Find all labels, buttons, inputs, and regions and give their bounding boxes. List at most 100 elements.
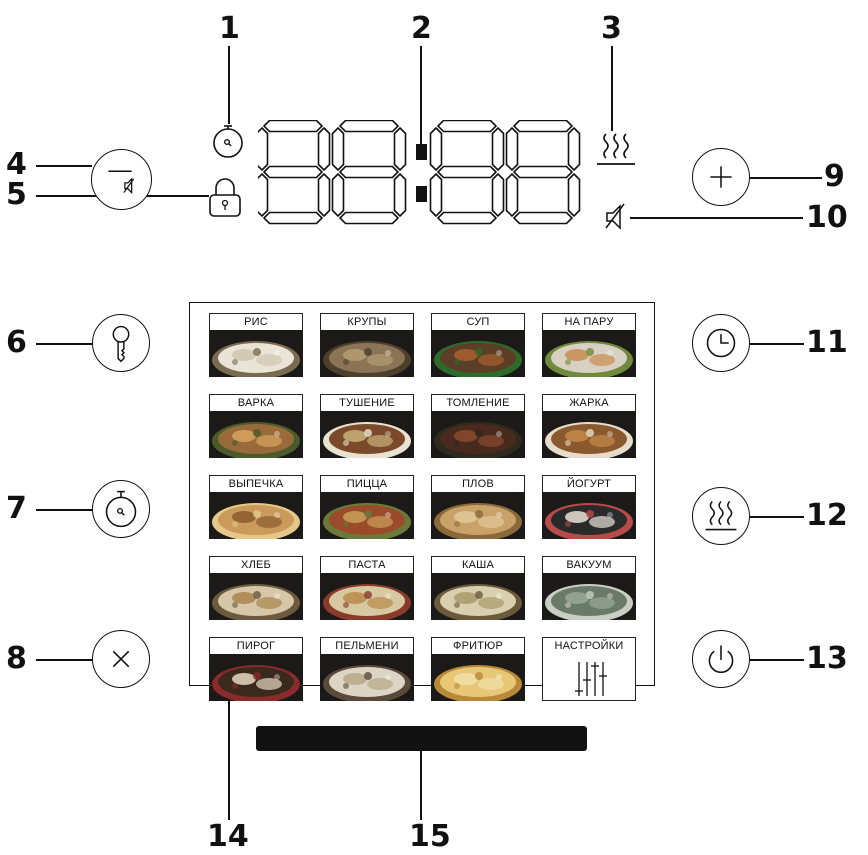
program-label: ПИЦЦА: [320, 475, 414, 492]
program-label: НА ПАРУ: [542, 313, 636, 330]
callout-6: 6: [6, 325, 27, 360]
segment-f: [331, 126, 345, 172]
segment-c: [317, 172, 331, 218]
food-photo: [431, 654, 525, 701]
food-photo: [431, 492, 525, 539]
food-photo: [431, 411, 525, 458]
sliders-icon: [542, 654, 636, 701]
food-photo: [320, 411, 414, 458]
segment-b: [393, 126, 407, 172]
food-photo: [320, 492, 414, 539]
food-photo: [542, 411, 636, 458]
program-tile[interactable]: ПИРОГ: [209, 637, 303, 701]
timer-button[interactable]: [92, 480, 150, 538]
program-tile[interactable]: НАСТРОЙКИ: [542, 637, 636, 701]
segment-b: [567, 126, 581, 172]
segment-a: [436, 120, 498, 133]
callout-11: 11: [806, 325, 848, 360]
program-tile[interactable]: РИС: [209, 313, 303, 377]
indicator-bar: [256, 726, 587, 751]
program-tile[interactable]: КРУПЫ: [320, 313, 414, 377]
key-button[interactable]: [92, 314, 150, 372]
program-tile[interactable]: ПИЦЦА: [320, 475, 414, 539]
program-tile[interactable]: ЙОГУРТ: [542, 475, 636, 539]
leader-line-8: [36, 659, 92, 661]
minus-mute-button[interactable]: [91, 149, 152, 210]
program-label: НАСТРОЙКИ: [542, 637, 636, 654]
program-tile[interactable]: ЖАРКА: [542, 394, 636, 458]
segment-d: [436, 211, 498, 225]
callout-5: 5: [6, 177, 27, 212]
program-label: ЖАРКА: [542, 394, 636, 411]
clock-button[interactable]: [692, 314, 750, 372]
leader-line-7: [36, 509, 92, 511]
leader-line-15: [420, 751, 422, 820]
program-label: ПАСТА: [320, 556, 414, 573]
callout-10: 10: [806, 200, 848, 235]
program-tile[interactable]: КАША: [431, 556, 525, 620]
food-photo: [209, 492, 303, 539]
program-label: ТУШЕНИЕ: [320, 394, 414, 411]
power-icon: [708, 645, 734, 673]
food-photo: [320, 573, 414, 620]
segment-a: [262, 120, 324, 133]
program-label: ФРИТЮР: [431, 637, 525, 654]
segment-c: [393, 172, 407, 218]
food-photo: [209, 573, 303, 620]
food-photo: [209, 330, 303, 377]
leader-line-13: [750, 659, 804, 661]
program-tile[interactable]: ВАРКА: [209, 394, 303, 458]
minus-mute-icon: [108, 170, 135, 195]
program-label: ВЫПЕЧКА: [209, 475, 303, 492]
callout-14: 14: [207, 819, 249, 854]
program-tile[interactable]: ВЫПЕЧКА: [209, 475, 303, 539]
steam-button[interactable]: [692, 487, 750, 545]
food-photo: [542, 573, 636, 620]
segment-d: [512, 211, 574, 225]
food-photo: [209, 411, 303, 458]
food-photo: [209, 654, 303, 701]
program-label: ЙОГУРТ: [542, 475, 636, 492]
segment-a: [512, 120, 574, 133]
segment-b: [317, 126, 331, 172]
food-photo: [542, 330, 636, 377]
program-tile[interactable]: ПЛОВ: [431, 475, 525, 539]
callout-7: 7: [6, 491, 27, 526]
callout-13: 13: [806, 641, 848, 676]
food-photo: [431, 573, 525, 620]
program-tile[interactable]: СУП: [431, 313, 525, 377]
segment-e: [505, 172, 519, 218]
key-icon: [112, 325, 130, 363]
program-tile[interactable]: ВАКУУМ: [542, 556, 636, 620]
program-tile[interactable]: ХЛЕБ: [209, 556, 303, 620]
mute-small-icon: [605, 203, 625, 230]
callout-1: 1: [219, 11, 240, 46]
close-icon: [112, 650, 130, 668]
colon-dot: [416, 186, 427, 202]
segment-g: [512, 165, 574, 179]
program-tile[interactable]: НА ПАРУ: [542, 313, 636, 377]
program-tile[interactable]: ТУШЕНИЕ: [320, 394, 414, 458]
leader-line-2: [420, 46, 422, 144]
program-tile[interactable]: ПАСТА: [320, 556, 414, 620]
program-tile[interactable]: ПЕЛЬМЕНИ: [320, 637, 414, 701]
timer-icon: [105, 490, 137, 528]
segment-c: [567, 172, 581, 218]
plus-icon: [710, 166, 732, 188]
timer-small-icon: [213, 125, 243, 158]
segment-e: [429, 172, 443, 218]
leader-line-9: [750, 177, 822, 179]
program-tile[interactable]: ТОМЛЕНИЕ: [431, 394, 525, 458]
callout-15: 15: [409, 819, 451, 854]
steam-small-icon: [597, 133, 635, 165]
program-tile[interactable]: ФРИТЮР: [431, 637, 525, 701]
close-button[interactable]: [92, 630, 150, 688]
program-label: ПИРОГ: [209, 637, 303, 654]
segment-f: [505, 126, 519, 172]
callout-2: 2: [411, 11, 432, 46]
power-button[interactable]: [692, 630, 750, 688]
plus-button[interactable]: [692, 148, 750, 206]
clock-icon: [706, 328, 736, 358]
callout-4: 4: [6, 147, 27, 182]
program-label: СУП: [431, 313, 525, 330]
